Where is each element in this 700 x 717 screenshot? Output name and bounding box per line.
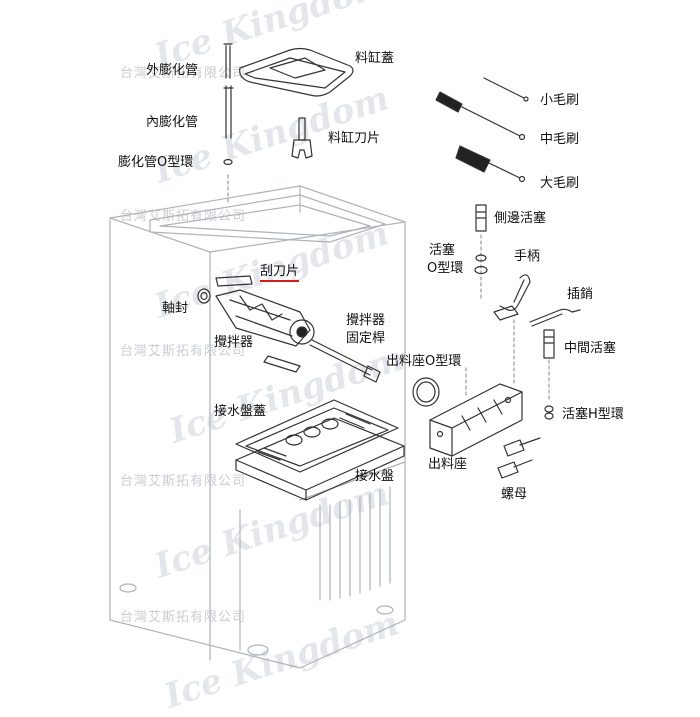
label-nut: 螺母: [501, 487, 528, 502]
parts-line-art: [109, 43, 581, 669]
piston-h-ring-part: [544, 405, 554, 420]
label-expansion-tube-o-ring: 膨化管O型環: [118, 155, 194, 170]
watermark-company: 台灣艾斯拓有限公司: [120, 474, 247, 489]
side-piston-part: [475, 204, 487, 301]
piston-o-ring-part: [474, 254, 488, 275]
label-piston-h-ring: 活塞H型環: [562, 407, 624, 422]
label-beater-rod-line2: 固定桿: [346, 331, 386, 346]
label-middle-piston: 中間活塞: [564, 341, 617, 356]
expansion-tube-parts: [223, 43, 234, 206]
scraper-blade-part: [215, 275, 301, 373]
label-small-brush: 小毛刷: [540, 93, 580, 108]
label-piston-o-ring-line2: O型環: [427, 261, 464, 276]
watermark-company: 台灣艾斯拓有限公司: [120, 344, 247, 359]
hopper-blade-part: [291, 117, 313, 159]
label-side-piston: 側邊活塞: [494, 211, 547, 226]
label-shaft-seal: 軸封: [162, 301, 189, 316]
hopper-cover-part: [239, 47, 354, 97]
label-large-brush: 大毛刷: [540, 176, 580, 191]
beater-part: [215, 289, 315, 347]
middle-piston-part: [543, 329, 555, 401]
handle-part: [493, 274, 531, 321]
label-beater: 攪拌器: [214, 335, 254, 350]
beater-rod-part: [309, 339, 381, 383]
label-handle: 手柄: [514, 249, 541, 264]
label-outlet-o-ring: 出料座O型環: [386, 354, 462, 369]
label-hopper-cover: 料缸蓋: [355, 51, 395, 66]
outlet-seat-part: [429, 319, 523, 457]
label-beater-rod-line1: 攪拌器: [346, 313, 386, 328]
label-piston-o-ring-line1: 活塞: [429, 243, 456, 258]
label-drip-tray-cover: 接水盤蓋: [214, 404, 267, 419]
machine-body: [109, 185, 406, 669]
label-outer-expansion-tube: 外膨化管: [146, 63, 199, 78]
label-drip-tray: 接水盤: [355, 469, 395, 484]
label-scraper-blade: 刮刀片: [260, 265, 300, 282]
drip-tray-cover-part: [235, 399, 399, 473]
watermark-company: 台灣艾斯拓有限公司: [120, 66, 247, 81]
label-outlet-seat: 出料座: [428, 457, 468, 472]
nut-parts: [497, 437, 541, 479]
drip-tray-part: [235, 417, 405, 501]
label-medium-brush: 中毛刷: [540, 132, 580, 147]
label-inner-expansion-tube: 內膨化管: [146, 115, 199, 130]
pin-part: [529, 308, 581, 327]
shaft-seal-part: [197, 288, 211, 304]
label-pin: 插銷: [567, 287, 594, 302]
watermark-company: 台灣艾斯拓有限公司: [120, 610, 247, 625]
outlet-o-ring-part: [412, 377, 440, 407]
label-hopper-blade: 料缸刀片: [328, 131, 381, 146]
exploded-parts-diagram: 台灣艾斯拓有限公司 台灣艾斯拓有限公司 台灣艾斯拓有限公司 台灣艾斯拓有限公司 …: [109, 0, 624, 717]
brush-parts: [435, 77, 529, 183]
